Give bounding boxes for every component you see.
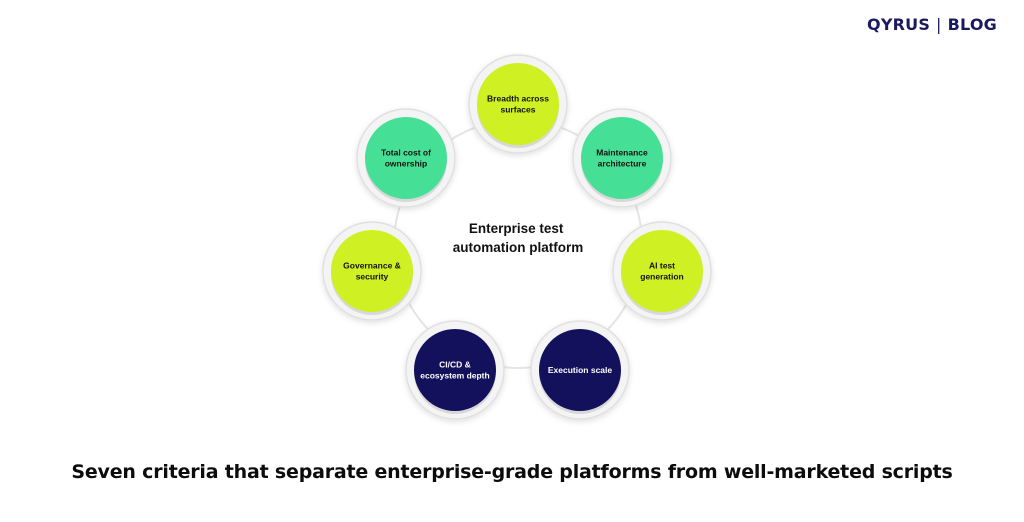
- criterion-node-label: Execution scale: [548, 365, 613, 375]
- brand-header: QYRUS | BLOG: [867, 15, 997, 34]
- criterion-node-label-line: surfaces: [501, 105, 536, 115]
- center-title: Enterprise test automation platform: [453, 221, 584, 255]
- criterion-node-label-line: security: [356, 272, 389, 282]
- criterion-node-execution: Execution scale: [530, 320, 630, 420]
- criterion-node-label-line: ecosystem depth: [420, 371, 489, 381]
- criterion-node-label-line: AI test: [649, 261, 675, 271]
- criterion-node-label-line: ownership: [385, 159, 428, 169]
- criterion-node-fill: [331, 230, 413, 312]
- criterion-node-label-line: Governance &: [343, 261, 401, 271]
- criterion-node-label-line: Total cost of: [381, 148, 431, 158]
- brand-separator: |: [936, 15, 942, 34]
- figure-caption: Seven criteria that separate enterprise-…: [71, 461, 953, 483]
- criterion-node-fill: [621, 230, 703, 312]
- criterion-node-label-line: Maintenance: [596, 148, 648, 158]
- criterion-node-fill: [414, 329, 496, 411]
- criterion-node-fill: [477, 63, 559, 145]
- criterion-node-label-line: Execution scale: [548, 365, 613, 375]
- center-title-line-2: automation platform: [453, 240, 584, 255]
- criterion-node-fill: [581, 117, 663, 199]
- qyrus-logo: QYRUS: [867, 15, 930, 34]
- criterion-node-fill: [365, 117, 447, 199]
- criterion-node-label-line: CI/CD &: [439, 360, 471, 370]
- criterion-node-fill: [539, 329, 621, 411]
- criterion-node-label: CI/CD &ecosystem depth: [420, 360, 489, 381]
- criterion-node-label-line: Breadth across: [487, 94, 549, 104]
- qyrus-logo-text: QYRUS: [867, 15, 931, 34]
- criterion-node-cicd: CI/CD &ecosystem depth: [405, 320, 505, 420]
- criterion-node-governance: Governance &security: [322, 221, 422, 321]
- criterion-node-label: Governance &security: [343, 261, 401, 282]
- center-title-line-1: Enterprise test: [469, 221, 564, 236]
- criterion-node-label-line: generation: [640, 272, 683, 282]
- criterion-node-label-line: architecture: [598, 159, 647, 169]
- brand-section-label: BLOG: [947, 15, 997, 34]
